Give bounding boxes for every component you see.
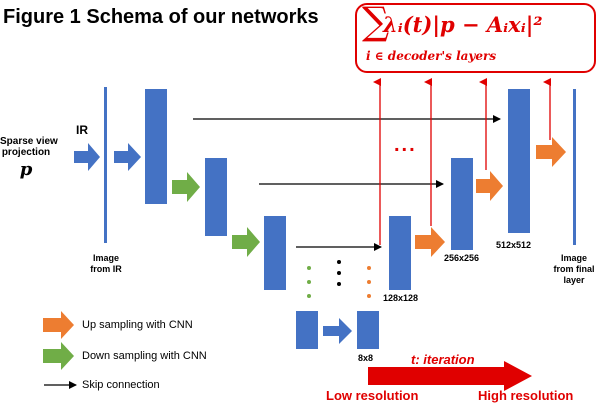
size-label-256: 256x256 xyxy=(444,253,480,263)
loss-formula-box xyxy=(355,3,596,73)
encoder-block-3 xyxy=(264,216,286,290)
legend-skip-label: Skip connection xyxy=(82,379,160,391)
size-label-128: 128x128 xyxy=(383,293,419,303)
up-arrow-2 xyxy=(476,171,503,201)
bottleneck-arrow xyxy=(323,318,352,344)
input-label-line1: Sparse view xyxy=(0,136,58,147)
up-arrow-1 xyxy=(415,227,445,257)
input-label-line2: projection xyxy=(1,147,51,158)
down-arrow-2 xyxy=(232,227,260,257)
dots-green xyxy=(307,266,311,298)
input-arrow-2 xyxy=(114,143,141,171)
legend-down-arrow-icon xyxy=(43,342,74,370)
iteration-label: t: iteration xyxy=(411,352,475,367)
figure-title: Figure 1 Schema of our networks xyxy=(3,6,319,28)
input-arrow-1 xyxy=(74,143,100,171)
image-final-label-3: layer xyxy=(563,275,585,285)
dots-orange xyxy=(367,266,371,298)
decoder-block-512 xyxy=(508,89,530,233)
iteration-arrow xyxy=(368,361,532,391)
size-label-512: 512x512 xyxy=(496,240,532,250)
legend-up-arrow-icon xyxy=(43,311,74,339)
encoder-block-2 xyxy=(205,158,227,236)
encoder-block-1 xyxy=(145,89,167,204)
image-final-label-2: from final xyxy=(553,264,595,274)
legend-down-label: Down sampling with CNN xyxy=(82,350,207,362)
decoder-block-128 xyxy=(389,216,411,290)
loss-formula: λᵢ(t)|p − Aᵢxᵢ|² xyxy=(383,12,543,37)
sum-symbol: ∑ xyxy=(362,0,390,43)
sum-subscript: i ∈ decoder's layers xyxy=(366,49,497,63)
ellipsis: ... xyxy=(394,134,417,156)
input-symbol: p xyxy=(19,159,33,180)
up-arrow-3 xyxy=(536,137,566,167)
high-resolution-label: High resolution xyxy=(478,388,574,403)
bottleneck-block-right xyxy=(357,311,379,349)
blocks xyxy=(104,87,576,349)
final-image-bar xyxy=(573,89,576,245)
ir-label: IR xyxy=(76,123,88,137)
ir-image-bar xyxy=(104,87,107,243)
image-final-label-1: Image xyxy=(560,253,587,263)
dots-black xyxy=(337,260,341,286)
size-label-8: 8x8 xyxy=(358,353,374,363)
bottleneck-block-left xyxy=(296,311,318,349)
low-resolution-label: Low resolution xyxy=(326,388,419,403)
decoder-block-256 xyxy=(451,158,473,250)
down-arrow-1 xyxy=(172,172,200,202)
image-from-ir-label-2: from IR xyxy=(90,264,122,274)
image-from-ir-label-1: Image xyxy=(92,253,119,263)
legend-up-label: Up sampling with CNN xyxy=(82,319,193,331)
